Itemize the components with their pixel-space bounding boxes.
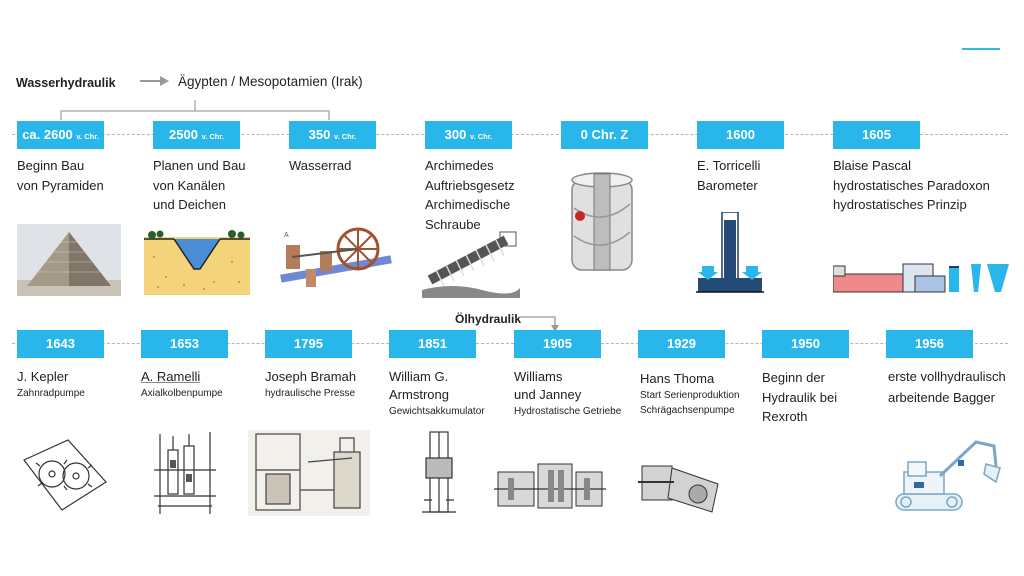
accent-line — [962, 48, 1000, 50]
year-badge-300: 300 v. Chr. — [425, 121, 512, 149]
year-badge-1929: 1929 — [638, 330, 725, 358]
year-badge-ca-2600: ca. 2600 v. Chr. — [17, 121, 104, 149]
archimedes-screw-image — [422, 231, 520, 298]
bent-axis-pump-image — [638, 465, 719, 513]
hydraulic-press-image — [248, 430, 370, 516]
arrow-down-icon — [519, 316, 559, 332]
year-badge-2500: 2500 v. Chr. — [153, 121, 240, 149]
year-badge-1795: 1795 — [265, 330, 352, 358]
year-badge-1605: 1605 — [833, 121, 920, 149]
barometer-image — [696, 212, 764, 293]
year-badge-1905: 1905 — [514, 330, 601, 358]
section-heading-wasserhydraulik: Wasserhydraulik — [16, 76, 116, 90]
year-badge-1600: 1600 — [697, 121, 784, 149]
event-text-water-wheel: Wasserrad — [289, 158, 352, 173]
bracket-connector — [60, 100, 330, 120]
timeline-row-2 — [12, 343, 1008, 344]
arrow-right-icon — [140, 76, 169, 86]
year-badge-1956: 1956 — [886, 330, 973, 358]
section-heading-oelhydraulik: Ölhydraulik — [455, 312, 522, 326]
svg-text:A: A — [284, 232, 289, 239]
canal-image — [144, 230, 250, 295]
year-badge-1950: 1950 — [762, 330, 849, 358]
year-badge-1653: 1653 — [141, 330, 228, 358]
water-wheel-image: A — [280, 227, 392, 287]
region-label: Ägypten / Mesopotamien (Irak) — [178, 74, 363, 89]
axial-piston-pump-image — [154, 432, 216, 514]
cylinder-buoyancy-image — [571, 172, 633, 271]
year-badge-1851: 1851 — [389, 330, 476, 358]
accumulator-image — [422, 431, 456, 513]
hydrostatic-paradox-image — [833, 263, 1009, 293]
year-badge-350: 350 v. Chr. — [289, 121, 376, 149]
year-badge-0: 0 Chr. Z — [561, 121, 648, 149]
excavator-image — [895, 440, 1001, 511]
gear-pump-image — [23, 439, 107, 511]
pyramid-image — [17, 224, 121, 296]
year-badge-1643: 1643 — [17, 330, 104, 358]
hydrostatic-transmission-image — [494, 463, 606, 509]
